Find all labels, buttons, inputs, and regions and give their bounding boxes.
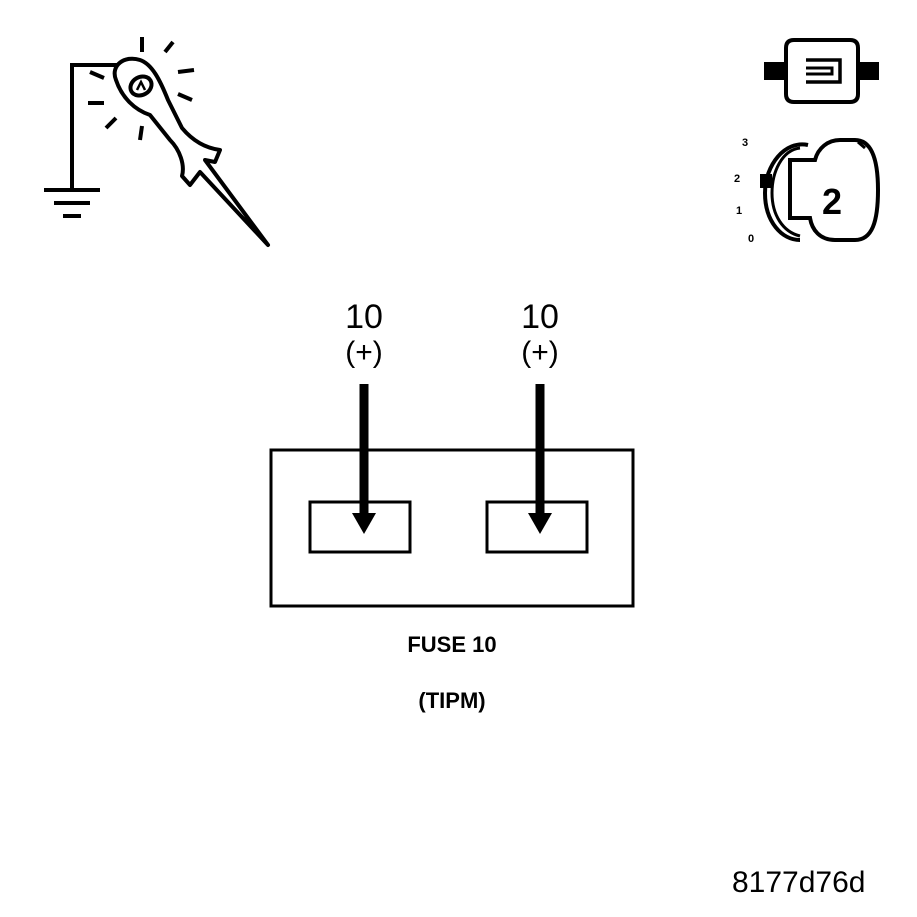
ignition-key-icon	[760, 138, 881, 242]
figure-reference-id: 8177d76d	[732, 866, 866, 899]
probe-arrow-left	[352, 384, 376, 534]
terminal-right-number: 10	[521, 298, 559, 336]
fuse-location: (TIPM)	[418, 688, 486, 713]
probe-body	[112, 56, 270, 247]
terminal-left-number: 10	[345, 298, 383, 336]
key-head	[788, 138, 881, 242]
ignition-position-1: 1	[736, 205, 743, 217]
probe-arrow-right	[528, 384, 552, 534]
terminal-left-polarity: (+)	[345, 336, 383, 369]
terminal-right-polarity: (+)	[521, 336, 559, 369]
ground-lead	[70, 63, 118, 190]
fuse-housing	[269, 448, 635, 608]
test-light-probe-icon	[44, 37, 270, 247]
light-rays	[88, 37, 195, 141]
ground-symbol-icon	[44, 188, 100, 218]
disconnected-connector-icon	[764, 38, 879, 104]
ignition-key-label: 2	[822, 181, 843, 222]
position-indicator	[760, 174, 772, 188]
ignition-position-3: 3	[742, 137, 749, 149]
lock-cylinder	[762, 142, 809, 242]
fuse-name: FUSE 10	[407, 632, 497, 657]
fuse-block	[269, 448, 635, 608]
ignition-position-2: 2	[734, 173, 741, 185]
ignition-position-0: 0	[748, 233, 755, 245]
